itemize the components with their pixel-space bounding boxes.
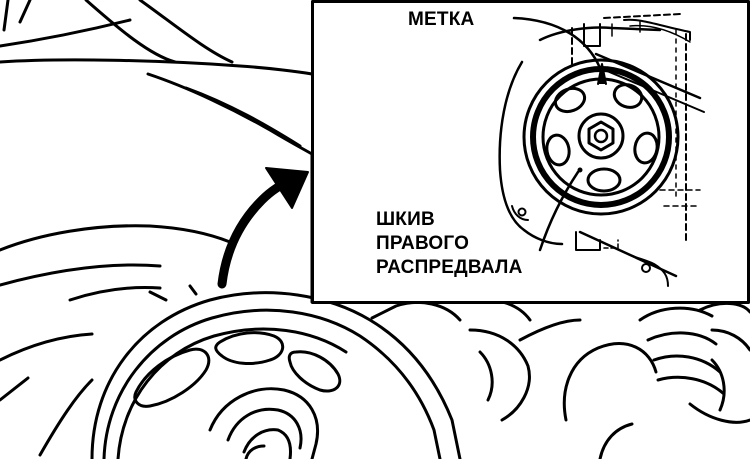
pulley-label-line-1: ШКИВ xyxy=(376,209,435,230)
pulley-label: ШКИВ ПРАВОГО РАСПРЕДВАЛА xyxy=(376,208,523,280)
inset-detail xyxy=(498,13,705,287)
mark-label: МЕТКА xyxy=(408,9,475,30)
pulley-label-line-3: РАСПРЕДВАЛА xyxy=(376,257,523,278)
mark-leader-line xyxy=(512,16,602,70)
curved-arrow-icon xyxy=(217,167,309,289)
pulley-leader-line xyxy=(538,170,580,252)
hose-sketch xyxy=(562,302,750,459)
pulley-label-line-2: ПРАВОГО xyxy=(376,233,470,254)
camshaft-pulley-engine-view xyxy=(90,284,582,459)
engine-background-sketch xyxy=(0,0,314,457)
